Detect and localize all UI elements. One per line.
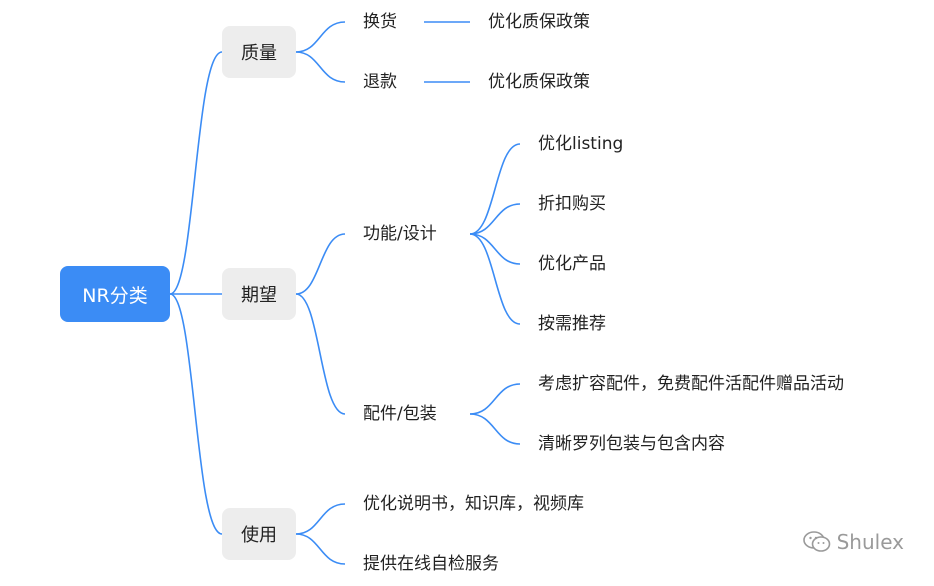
connector-function-product (469, 233, 521, 265)
watermark: Shulex (802, 530, 904, 554)
node-function-design[interactable]: 功能/设计 (363, 224, 437, 244)
connector-usage-selfcheck (295, 533, 346, 565)
category-node-expectation[interactable]: 期望 (222, 268, 296, 320)
node-expansion-accessory[interactable]: 考虑扩容配件，免费配件活配件赠品活动 (538, 374, 844, 394)
connector-expect-function (295, 233, 346, 295)
node-exchange-policy[interactable]: 优化质保政策 (488, 12, 590, 32)
node-refund[interactable]: 退款 (363, 72, 397, 92)
category-node-quality[interactable]: 质量 (222, 26, 296, 78)
connector-root-quality (169, 51, 223, 295)
category-node-usage[interactable]: 使用 (222, 508, 296, 560)
connector-usage-manual (295, 503, 346, 535)
node-list-packaging[interactable]: 清晰罗列包装与包含内容 (538, 434, 725, 454)
wechat-icon (802, 530, 831, 554)
watermark-text: Shulex (836, 530, 904, 554)
node-optimize-listing[interactable]: 优化listing (538, 134, 624, 154)
connector-expect-accessory (295, 293, 346, 415)
connector-accessory-packing (469, 413, 521, 445)
node-self-check-service[interactable]: 提供在线自检服务 (363, 554, 499, 574)
node-optimize-manual[interactable]: 优化说明书，知识库，视频库 (363, 494, 584, 514)
node-optimize-product[interactable]: 优化产品 (538, 254, 606, 274)
node-exchange[interactable]: 换货 (363, 12, 397, 32)
root-node[interactable]: NR分类 (60, 266, 170, 322)
connector-root-usage (169, 293, 223, 535)
node-on-demand-recommend[interactable]: 按需推荐 (538, 314, 606, 334)
node-discount-purchase[interactable]: 折扣购买 (538, 194, 606, 214)
connector-quality-exchange (295, 21, 346, 53)
connector-quality-refund (295, 51, 346, 83)
connector-function-listing (469, 143, 521, 235)
connector-function-recommend (469, 233, 521, 325)
node-refund-policy[interactable]: 优化质保政策 (488, 72, 590, 92)
connector-accessory-expansion (469, 383, 521, 415)
connector-function-discount (469, 203, 521, 235)
node-accessory-packaging[interactable]: 配件/包装 (363, 404, 437, 424)
